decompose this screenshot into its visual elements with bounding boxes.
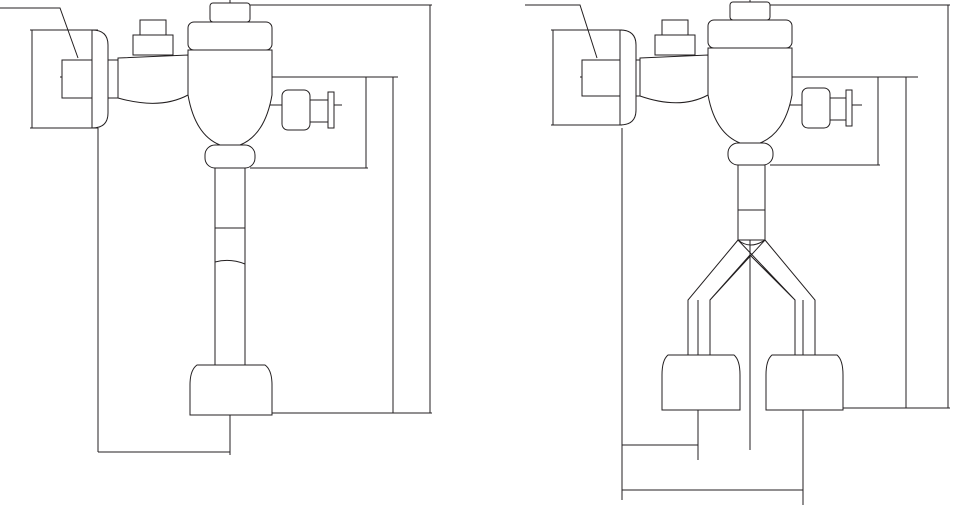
flush-tube — [214, 167, 246, 366]
spud-cup — [189, 364, 273, 416]
handle-coupling — [281, 89, 311, 131]
y-branch-tubes — [687, 239, 816, 355]
handle-socket — [309, 99, 329, 123]
coupling-nut — [727, 142, 774, 166]
handle — [845, 89, 853, 127]
tube-break — [214, 227, 246, 265]
valve-body-right — [581, 1, 853, 411]
stop-nut — [661, 19, 689, 36]
stop-cap — [654, 34, 696, 56]
coupling-nut — [204, 144, 256, 169]
spud-cup-left — [661, 354, 741, 411]
stop-nut — [139, 19, 167, 36]
threaded-inlet — [61, 59, 119, 99]
handle-socket — [829, 97, 847, 121]
wall-flange — [91, 29, 109, 129]
valve-cap — [187, 21, 273, 51]
inlet-body — [639, 54, 709, 104]
wall-flange — [619, 29, 637, 126]
valve-main-body — [707, 47, 793, 144]
single-outlet-flush-valve — [0, 0, 432, 455]
flush-tube — [737, 164, 766, 241]
inlet-body — [117, 54, 189, 104]
spud-cup-right — [765, 354, 844, 411]
valve-cap — [707, 19, 793, 49]
cap-nut — [729, 1, 771, 21]
valve-main-body — [187, 49, 273, 146]
handle — [327, 91, 335, 129]
dual-outlet-flush-valve — [525, 0, 950, 505]
cap-nut — [209, 2, 251, 23]
stop-cap — [132, 34, 174, 56]
valve-body-left — [61, 2, 335, 416]
handle-coupling — [801, 87, 831, 129]
